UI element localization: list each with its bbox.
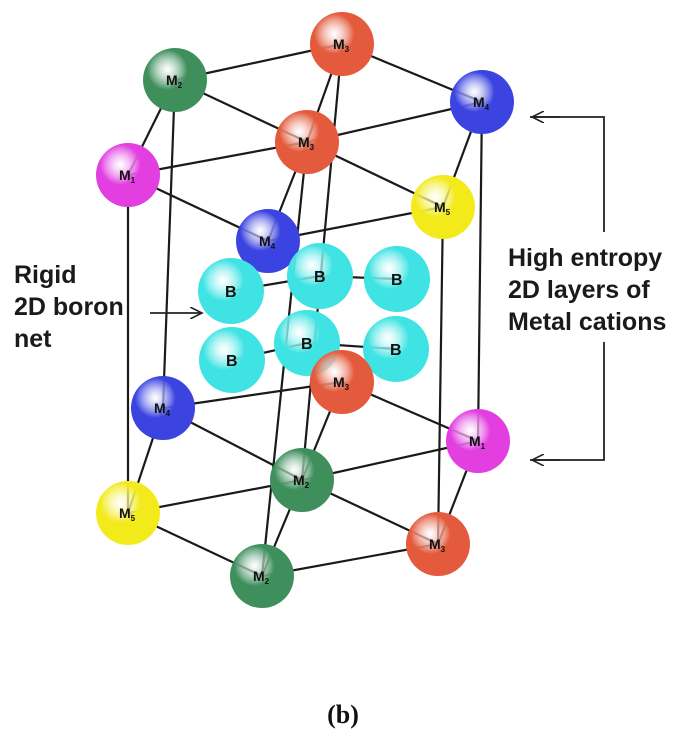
atom-subscript: 3: [441, 545, 446, 554]
atom-subscript: 1: [481, 442, 486, 451]
right-label-line-1: High entropy: [508, 244, 662, 272]
atom-subscript: 2: [305, 481, 310, 490]
metal-atom-m5: M5: [96, 481, 160, 545]
metal-atom-m1: M1: [96, 143, 160, 207]
atom-subscript: 3: [310, 143, 315, 152]
atom-subscript: 5: [446, 208, 451, 217]
atom-sphere: [96, 143, 160, 207]
metal-atom-m5: M5: [411, 175, 475, 239]
atom-label: B: [390, 342, 402, 359]
atom-sphere: [363, 316, 429, 382]
boron-atom: B: [287, 243, 353, 309]
atom-sphere: [287, 243, 353, 309]
atom-subscript: 4: [166, 409, 171, 418]
atom-label: B: [314, 269, 326, 286]
atom-sphere: [143, 48, 207, 112]
atom-subscript: 4: [485, 103, 490, 112]
atom-subscript: 5: [131, 514, 136, 523]
atom-sphere: [411, 175, 475, 239]
atom-sphere: [199, 327, 265, 393]
atom-label: B: [226, 353, 238, 370]
atom-sphere: [364, 246, 430, 312]
atom-sphere: [406, 512, 470, 576]
atom-subscript: 2: [178, 81, 183, 90]
atom-subscript: 1: [131, 176, 136, 185]
atom-subscript: 3: [345, 383, 350, 392]
metal-atom-m4: M4: [131, 376, 195, 440]
atom-label: B: [391, 272, 403, 289]
boron-atom: B: [363, 316, 429, 382]
bond-line: [161, 78, 177, 410]
atom-sphere: [270, 448, 334, 512]
atom-sphere: [450, 70, 514, 134]
metal-atom-m2: M2: [270, 448, 334, 512]
atom-sphere: [275, 110, 339, 174]
atom-sphere: [198, 258, 264, 324]
right-bracket-arrow: [530, 117, 605, 460]
boron-atom: B: [199, 327, 265, 393]
atom-sphere: [96, 481, 160, 545]
metal-atom-m2: M2: [143, 48, 207, 112]
atom-label: B: [301, 336, 313, 353]
right-label-line-2: 2D layers of: [508, 276, 650, 304]
metal-atom-m3: M3: [310, 12, 374, 76]
right-label-line-3: Metal cations: [508, 308, 666, 336]
left-label-line-3: net: [14, 325, 52, 353]
atom-sphere: [131, 376, 195, 440]
left-label-line-1: Rigid: [14, 261, 77, 289]
bond-line: [436, 205, 445, 546]
figure-caption: (b): [327, 700, 359, 729]
metal-atom-m1: M1: [446, 409, 510, 473]
bond-line: [476, 100, 484, 443]
atom-subscript: 2: [265, 577, 270, 586]
metal-atom-m2: M2: [230, 544, 294, 608]
atom-sphere: [446, 409, 510, 473]
metal-atom-m3: M3: [275, 110, 339, 174]
atom-subscript: 4: [271, 242, 276, 251]
metal-atom-m3: M3: [406, 512, 470, 576]
metal-atom-m4: M4: [236, 209, 300, 273]
atom-label: B: [225, 284, 237, 301]
metal-atom-m3: M3: [310, 350, 374, 414]
boron-atom: B: [364, 246, 430, 312]
atom-subscript: 3: [345, 45, 350, 54]
left-label-line-2: 2D boron: [14, 293, 124, 321]
atom-sphere: [236, 209, 300, 273]
atom-sphere: [310, 350, 374, 414]
metal-atom-m4: M4: [450, 70, 514, 134]
atom-sphere: [310, 12, 374, 76]
boron-atom: B: [198, 258, 264, 324]
atom-sphere: [230, 544, 294, 608]
